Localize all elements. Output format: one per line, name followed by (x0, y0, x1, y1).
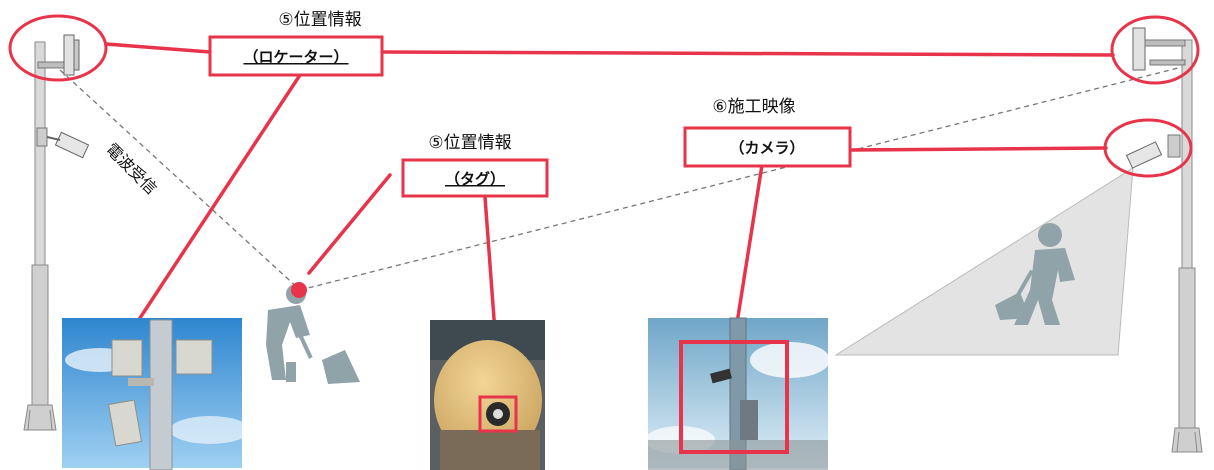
signal-line-left (59, 69, 301, 291)
locator-highlight-right (1110, 15, 1200, 85)
antenna-icon (1132, 27, 1186, 71)
camera-detail-highlight (679, 340, 789, 454)
tag-box-label: （タグ） (445, 170, 505, 188)
tag-box (401, 158, 549, 198)
callout-lines (104, 42, 1115, 402)
signal-line-right (299, 64, 1191, 291)
right-pole (1171, 39, 1203, 453)
tag-highlight (478, 395, 518, 433)
camera-coverage-area (834, 167, 1134, 356)
locator-title: ⑤位置情報 (278, 10, 361, 30)
radio-reception-label: 電波受信 (102, 139, 161, 198)
camera-icon (1125, 134, 1181, 169)
tag-title: ⑤位置情報 (428, 133, 511, 153)
camera-box-label: （カメラ） (729, 139, 804, 157)
locator-highlight-left (8, 14, 108, 82)
antenna-icon (37, 34, 80, 76)
helmet-tag-photo (430, 320, 545, 470)
tag-dot (291, 282, 307, 298)
camera-icon (36, 127, 90, 159)
pole-camera-photo (645, 317, 830, 470)
worker-icon (995, 223, 1075, 325)
signal-lines (59, 64, 1191, 291)
camera-title: ⑥施工映像 (712, 97, 795, 117)
locator-box (208, 35, 384, 77)
locator-box-label: （ロケーター） (243, 48, 348, 66)
locator-photo (62, 318, 250, 470)
left-pole (23, 41, 57, 431)
camera-box (683, 126, 852, 168)
worker-icon (266, 284, 360, 384)
